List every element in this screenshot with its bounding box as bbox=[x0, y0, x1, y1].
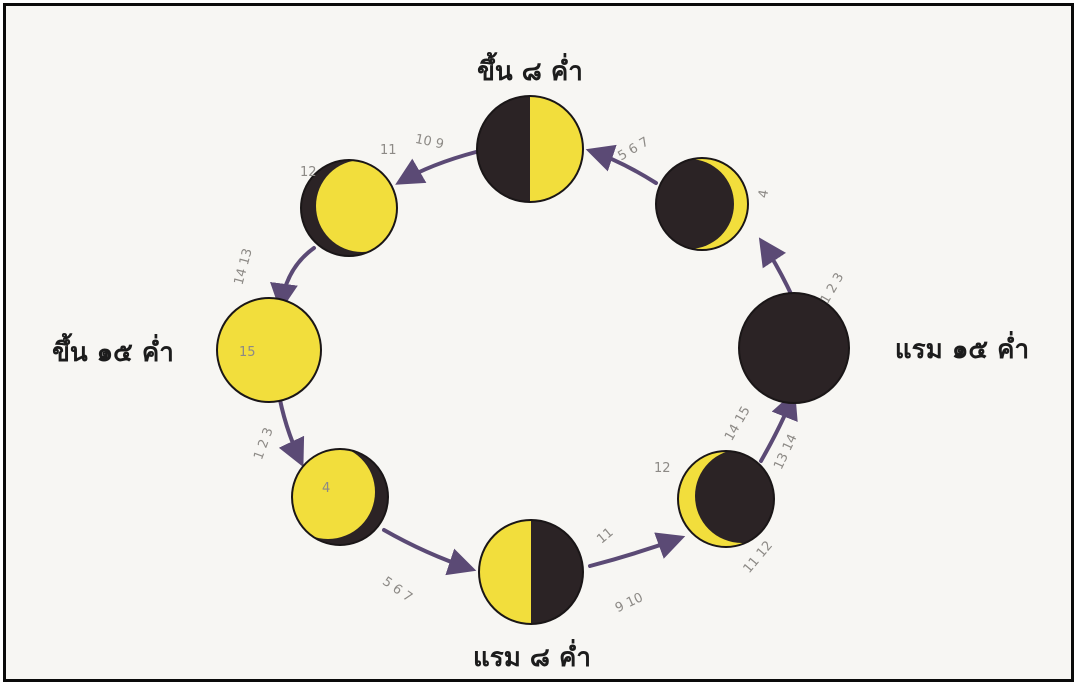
note-12: 11 12 bbox=[741, 538, 776, 576]
moon-waxing-gibbous bbox=[301, 160, 408, 256]
moon-full bbox=[217, 298, 321, 402]
note-14: 14 15 bbox=[722, 404, 754, 444]
label-last-quarter: แรม ๘ ค่ำ bbox=[473, 638, 591, 673]
label-first-quarter: ขึ้น ๘ ค่ำ bbox=[477, 51, 583, 87]
moon-waxing-crescent bbox=[644, 158, 748, 250]
arrow-waning-gibbous-to-last-quarter bbox=[384, 530, 471, 569]
note-2: 11 bbox=[380, 143, 397, 158]
diagram-frame: ขึ้น ๘ ค่ำ ขึ้น ๑๕ ค่ำ แรม ๘ ค่ำ แรม ๑๕ … bbox=[3, 3, 1074, 682]
note-17: 5 6 7 bbox=[616, 135, 652, 165]
note-10: 11 bbox=[594, 525, 616, 547]
moon-waning-gibbous bbox=[281, 445, 388, 545]
note-9: 9 10 bbox=[613, 590, 646, 616]
label-new-moon: แรม ๑๕ ค่ำ bbox=[895, 330, 1029, 365]
moon-new bbox=[739, 293, 849, 403]
moon-phase-diagram: ขึ้น ๘ ค่ำ ขึ้น ๑๕ ค่ำ แรม ๘ ค่ำ แรม ๑๕ … bbox=[6, 6, 1074, 682]
arrow-top-to-waxing-gibbous bbox=[400, 152, 476, 182]
note-7: 4 bbox=[322, 481, 330, 496]
moon-last-quarter bbox=[479, 520, 583, 624]
note-6: 1 2 3 bbox=[251, 426, 276, 462]
arrow-waxing-gibbous-to-full bbox=[281, 248, 314, 306]
note-16: 4 bbox=[756, 189, 772, 200]
arrow-new-to-waxing-crescent bbox=[762, 242, 793, 298]
note-8: 5 6 7 bbox=[379, 574, 415, 605]
note-5: 15 bbox=[239, 345, 256, 360]
moon-first-quarter bbox=[477, 96, 583, 202]
label-full-moon: ขึ้น ๑๕ ค่ำ bbox=[52, 332, 174, 368]
note-4: 14 13 bbox=[232, 247, 256, 287]
note-15: 1 2 3 bbox=[818, 271, 848, 307]
note-11: 12 bbox=[654, 461, 671, 476]
note-1: 10 9 bbox=[414, 132, 445, 153]
note-3: 12 bbox=[300, 165, 317, 180]
